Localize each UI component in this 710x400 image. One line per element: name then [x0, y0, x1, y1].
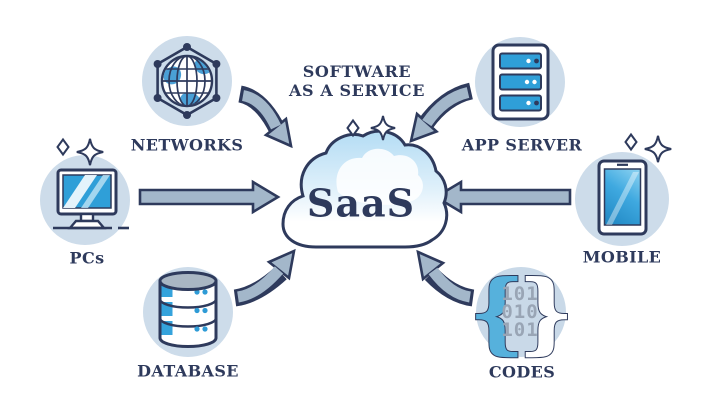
arrow-mobile-to-cloud — [433, 179, 572, 215]
binary-code-text: 101 010 101 — [501, 283, 539, 341]
diagram-title-line1: SOFTWARE — [302, 62, 412, 81]
sparkle-star-icon — [643, 134, 673, 164]
arrow-networks-to-cloud — [237, 85, 293, 149]
globe-network-icon — [153, 43, 221, 119]
sparkle-diamond-icon — [624, 133, 638, 151]
smartphone-icon — [597, 159, 648, 236]
diagram-title-line2: AS A SERVICE — [288, 81, 426, 100]
networks-label: NETWORKS — [130, 135, 244, 155]
svg-text:{: { — [469, 260, 526, 364]
arrow-database-to-cloud — [233, 248, 296, 307]
saas-cloud — [281, 129, 449, 249]
mobile-label: MOBILE — [582, 247, 662, 267]
arrow-codes-to-cloud — [416, 249, 475, 307]
binary-line-1: 101 — [501, 283, 539, 305]
codes-label: CODES — [488, 362, 556, 382]
diagram-title: SOFTWARE AS A SERVICE — [289, 62, 425, 100]
saas-cloud-label: SaaS — [306, 180, 416, 226]
database-cylinder-icon — [158, 271, 218, 348]
binary-line-3: 101 — [501, 319, 539, 341]
code-braces-icon: { } — [468, 259, 576, 365]
sparkle-diamond-icon — [56, 138, 70, 156]
database-label: DATABASE — [137, 361, 239, 381]
svg-text:}: } — [518, 260, 575, 364]
arrow-app-server-to-cloud — [409, 82, 474, 144]
app-server-label: APP SERVER — [461, 135, 583, 155]
server-rack-icon — [491, 43, 550, 121]
binary-line-2: 010 — [501, 301, 539, 323]
pcs-label: PCs — [69, 248, 105, 268]
desktop-computer-icon — [53, 168, 129, 230]
cloud-highlight — [336, 148, 423, 205]
codes-circle — [476, 267, 566, 357]
arrow-pcs-to-cloud — [138, 179, 281, 215]
